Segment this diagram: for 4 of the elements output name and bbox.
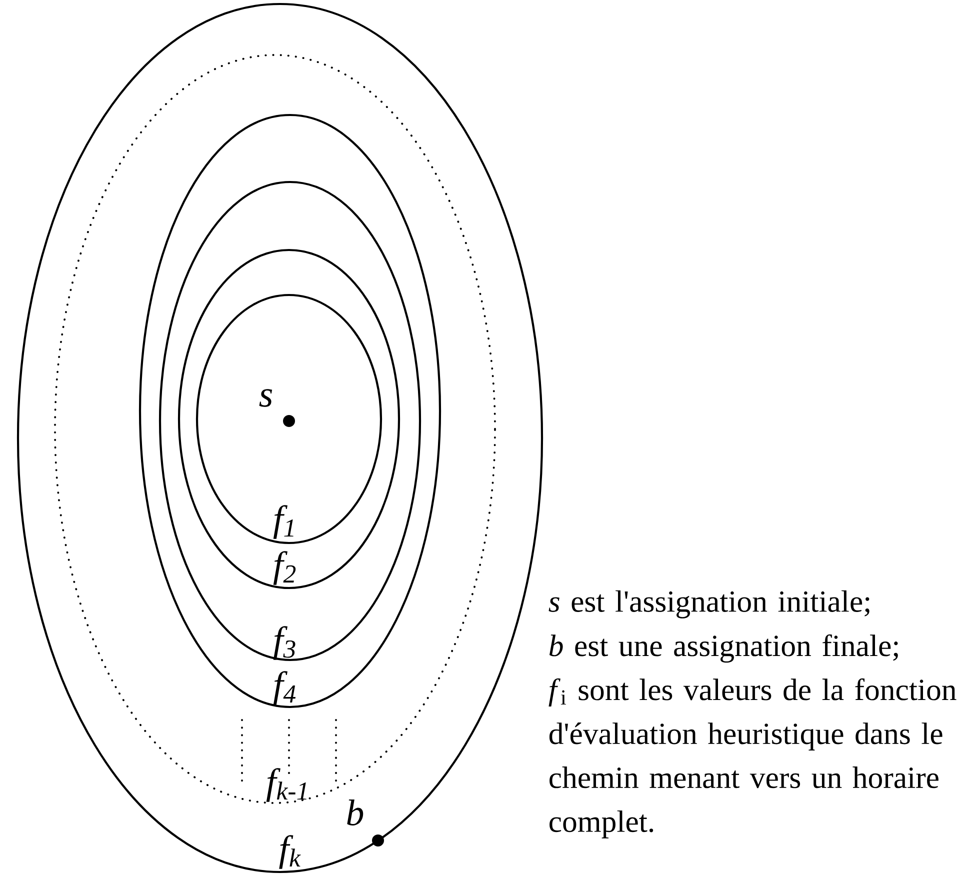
point-label: s [259, 389, 272, 407]
legend-text: s est l'assignation initiale; [548, 590, 870, 618]
legend-text: b est une assignation finale; [549, 634, 898, 663]
legend-text: f$_{i}$ sont les valeurs de la fonction d'évaluation heuristique dans le chemin menant vers un horaire complet. [548, 678, 956, 838]
